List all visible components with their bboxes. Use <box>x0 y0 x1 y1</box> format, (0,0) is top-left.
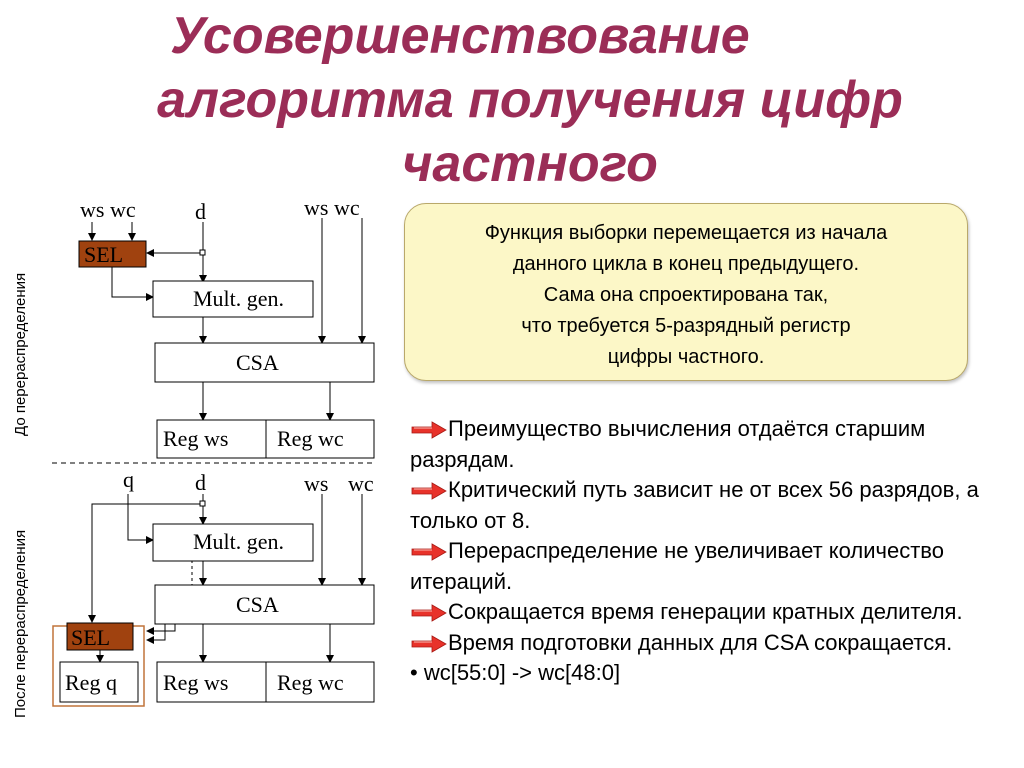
input-ws-bottom: ws <box>304 471 328 496</box>
red-arrow-icon <box>411 482 447 500</box>
input-ws-wc-right: ws wc <box>304 195 360 220</box>
input-d-top: d <box>195 199 206 224</box>
sel-label-top: SEL <box>84 242 123 267</box>
csa-top: CSA <box>236 350 279 375</box>
reg-q: Reg q <box>65 670 117 695</box>
reg-wc-bottom: Reg wc <box>277 670 344 695</box>
sel-box-top <box>78 240 147 268</box>
callout-line-2: данного цикла в конец предыдущего. <box>512 253 860 275</box>
list-item: Время подготовки данных для CSA сокращае… <box>410 628 1020 659</box>
input-q: q <box>123 467 134 492</box>
title-line-1: Усовершенствование <box>170 7 750 65</box>
red-arrow-icon <box>411 634 447 653</box>
csa-bottom: CSA <box>236 592 279 617</box>
title-line-3: частного <box>402 135 658 193</box>
list-item: Сокращается время генерации кратных дели… <box>410 597 1020 628</box>
sel-label-bottom: SEL <box>71 625 110 650</box>
reg-ws-top: Reg ws <box>163 426 228 451</box>
callout-line-1: Функция выборки перемещается из начала <box>484 222 888 244</box>
page-title: Усовершенствование алгоритма получения ц… <box>80 4 980 196</box>
bullet-list: Преимущество вычисления отдаётся старшим… <box>410 414 1020 689</box>
reg-wc-top: Reg wc <box>277 426 344 451</box>
title-line-2: алгоритма получения цифр <box>157 71 903 129</box>
input-wc-bottom: wc <box>348 471 374 496</box>
mult-gen-top: Mult. gen. <box>193 286 284 311</box>
list-item: Критический путь зависит не от всех 56 р… <box>410 477 979 533</box>
red-arrow-icon <box>411 604 447 622</box>
list-item: Перераспределение не увеличивает количес… <box>410 538 944 594</box>
callout-line-3: Сама она спроектирована так, <box>543 284 829 306</box>
reg-ws-bottom: Reg ws <box>163 670 228 695</box>
mult-gen-bottom: Mult. gen. <box>193 529 284 554</box>
sel-box-bottom <box>66 622 134 651</box>
input-d-bottom: d <box>195 470 206 495</box>
callout-line-4: что требуется 5-разрядный регистр <box>521 315 851 337</box>
red-arrow-icon <box>411 421 447 439</box>
callout-box: Функция выборки перемещается из начала д… <box>404 203 968 381</box>
callout-line-5: цифры частного. <box>607 346 765 368</box>
list-item: • wc[55:0] -> wc[48:0] <box>410 660 621 685</box>
red-arrow-icon <box>411 543 447 561</box>
input-ws-wc-left: ws wc <box>80 197 136 222</box>
list-item: Преимущество вычисления отдаётся старшим… <box>410 416 926 472</box>
